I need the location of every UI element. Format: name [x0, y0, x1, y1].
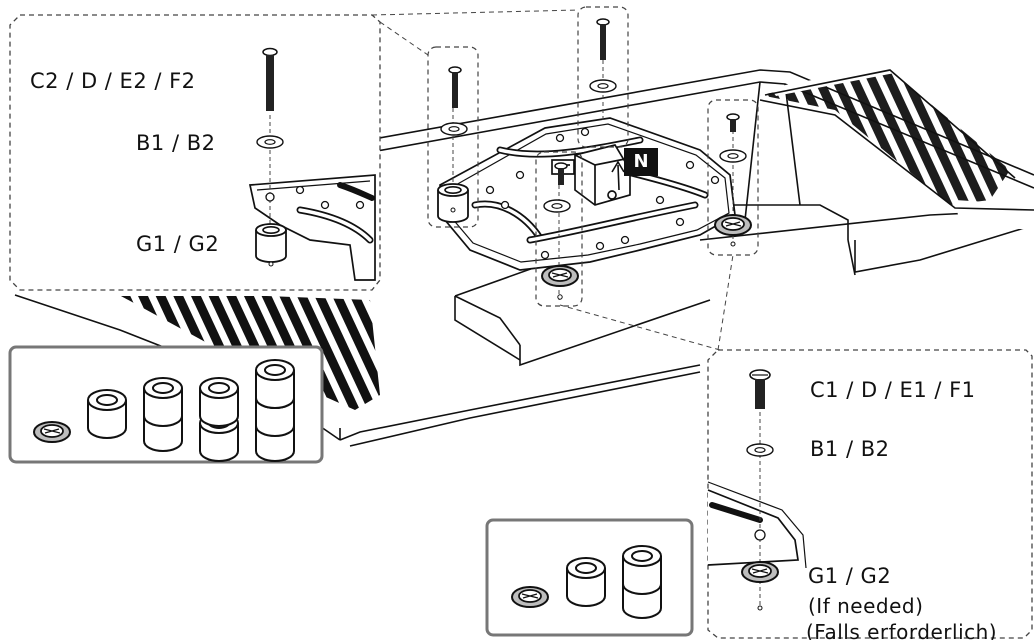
screw-zoom-right: [749, 369, 771, 409]
washer-center: [543, 199, 571, 213]
washer-left: [440, 122, 468, 136]
direction-arrow: [611, 160, 625, 191]
label-right-washer: B1 / B2: [810, 437, 890, 461]
spacer-stack-4: [255, 359, 295, 462]
spacer-center: [541, 265, 579, 287]
label-right-spacer: G1 / G2: [808, 564, 892, 588]
label-top-spacer: G1 / G2: [136, 232, 220, 256]
washer-zoom-top: [256, 135, 284, 149]
spacer-stack-panel-right: [485, 518, 694, 637]
screw-zoom-top: [262, 47, 278, 111]
label-top-washer: B1 / B2: [136, 131, 216, 155]
spacer-stack-2: [143, 377, 183, 452]
label-right-screw: C1 / D / E1 / F1: [810, 378, 976, 402]
screw-right: [726, 113, 740, 132]
callout-top-left: [9, 9, 579, 291]
mounting-plate: [439, 117, 736, 271]
plate-badge-n: N: [624, 148, 658, 176]
screw-center: [554, 162, 568, 185]
spacer-stack-panel-left: [8, 345, 324, 464]
spacer-zoom-top: [255, 223, 287, 263]
center-exploded-parts: [427, 6, 759, 307]
label-top-screw: C2 / D / E2 / F2: [30, 69, 196, 93]
spacer-zoom-right: [741, 561, 779, 583]
washer-right: [719, 149, 747, 163]
washer-zoom-right: [746, 443, 774, 457]
screw-left: [448, 66, 462, 108]
spacer-left: [437, 183, 469, 223]
screw-center-top: [596, 18, 610, 60]
callout-bottom-right: [559, 254, 1033, 639]
washer-center-top: [589, 79, 617, 93]
spacer-stack-3: [199, 377, 239, 462]
spacer-right: [714, 214, 752, 236]
label-right-note-en: (If needed): [808, 594, 924, 618]
label-right-note-de: (Falls erforderlich): [806, 620, 998, 640]
